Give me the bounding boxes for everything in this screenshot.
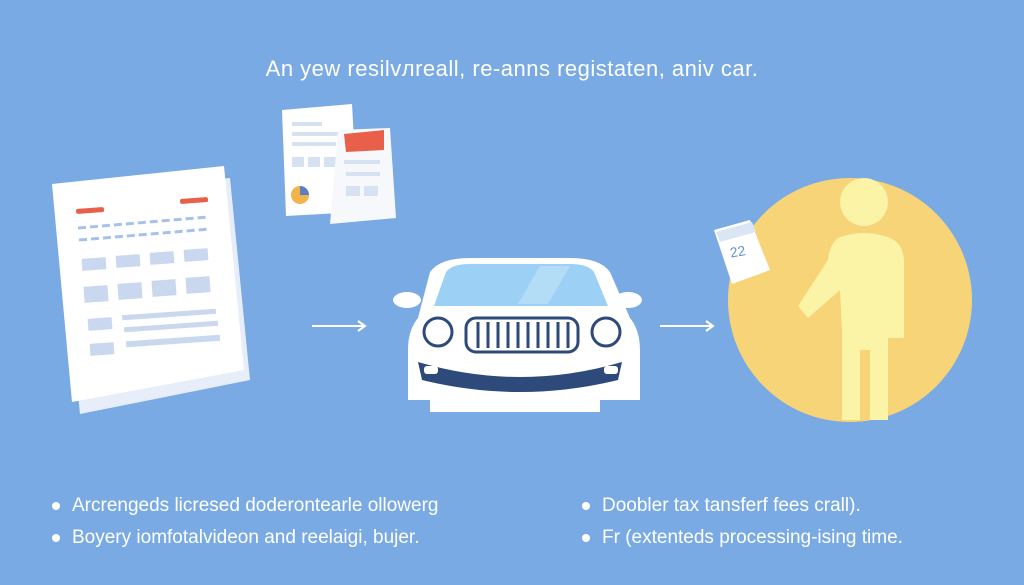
bullet-dot-icon [52, 502, 60, 510]
list-item: Fr (extenteds processing-ising time. [580, 522, 903, 554]
bullet-list-left: Arcrengeds licresed doderontearle ollowe… [50, 490, 438, 554]
calendar-day-label: 22 [729, 242, 747, 260]
list-item: Arcrengeds licresed doderontearle ollowe… [50, 490, 438, 522]
list-item: Doobler tax tansferf fees crall). [580, 490, 903, 522]
form-documents-icon [282, 104, 396, 224]
page-title: An yew resilvлreall, re-anns registaten,… [265, 56, 759, 81]
arrow-right-icon-2 [660, 320, 715, 332]
pie-chart-icon [291, 186, 309, 204]
new-owner-figure: 22 [714, 178, 972, 422]
arrow-right-icon [312, 320, 367, 332]
document-stack-icon [52, 166, 250, 414]
bullet-dot-icon [582, 502, 590, 510]
calendar-page-icon: 22 [714, 220, 770, 284]
car-icon [393, 258, 642, 412]
bullet-list-right: Doobler tax tansferf fees crall). Fr (ex… [580, 490, 903, 554]
list-item: Boyery iomfotalvideon and reelaigi, buje… [50, 522, 438, 554]
bullet-dot-icon [52, 534, 60, 542]
person-icon [798, 178, 904, 420]
bullet-dot-icon [582, 534, 590, 542]
